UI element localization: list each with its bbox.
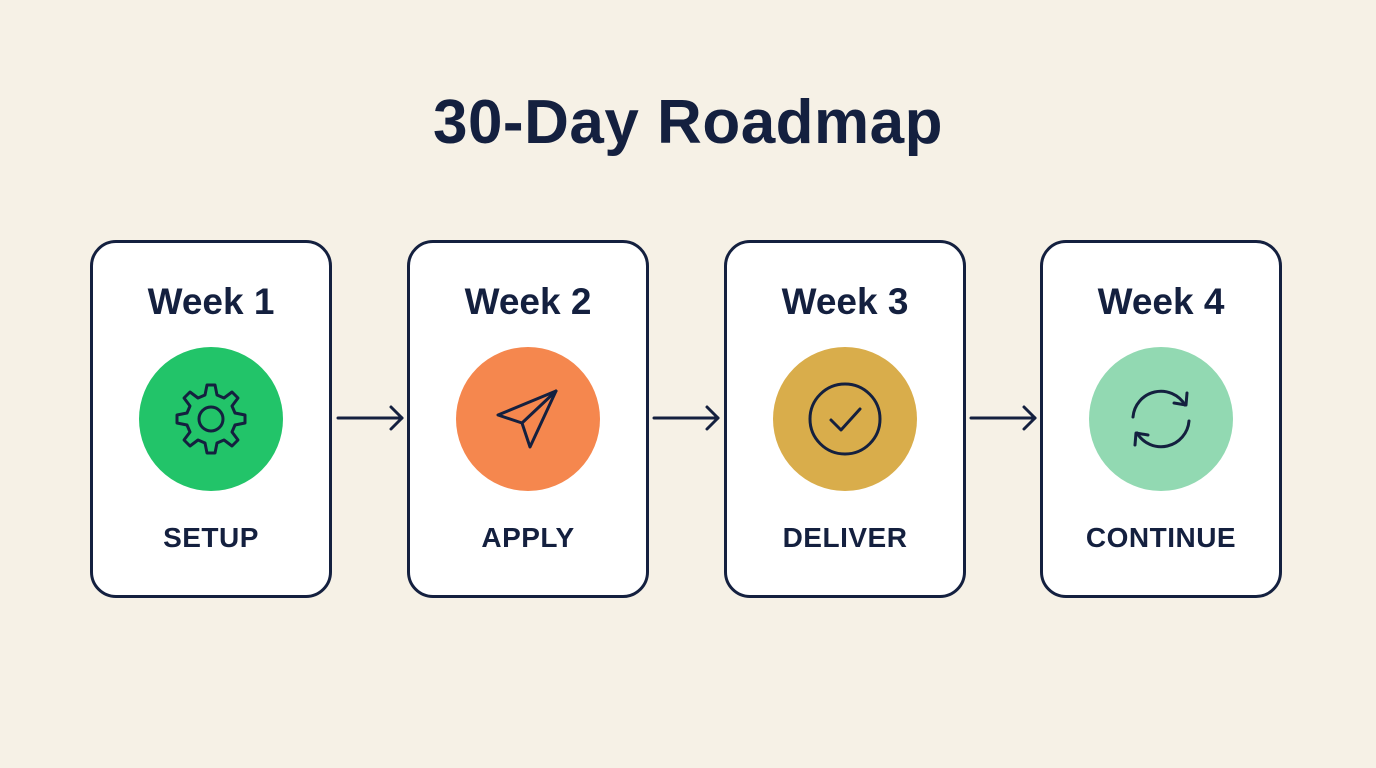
step-icon-circle <box>139 347 283 491</box>
step-week-label: Week 1 <box>147 281 275 322</box>
step-card-week-3: Week 3 DELIVER <box>724 240 966 598</box>
step-title: SETUP <box>163 522 259 553</box>
check-circle-icon <box>808 382 882 456</box>
arrow-right-icon <box>336 405 404 431</box>
step-title: APPLY <box>481 522 575 553</box>
step-week-label: Week 4 <box>1097 281 1225 322</box>
step-card-week-2: Week 2 APPLY <box>407 240 649 598</box>
diagram-title: 30-Day Roadmap <box>432 88 944 157</box>
arrow-right-icon <box>652 405 720 431</box>
step-title: CONTINUE <box>1085 522 1237 553</box>
refresh-icon <box>1131 389 1191 449</box>
arrow-right-icon <box>969 405 1037 431</box>
step-week-label: Week 2 <box>464 281 592 322</box>
step-card-week-4: Week 4 CONTINUE <box>1040 240 1282 598</box>
step-card-week-1: Week 1 SETUP <box>90 240 332 598</box>
paper-plane-icon <box>496 389 558 449</box>
step-week-label: Week 3 <box>781 281 909 322</box>
step-title: DELIVER <box>782 522 908 553</box>
step-icon-circle <box>456 347 600 491</box>
gear-icon <box>175 383 247 455</box>
step-icon-circle <box>773 347 917 491</box>
step-icon-circle <box>1089 347 1233 491</box>
